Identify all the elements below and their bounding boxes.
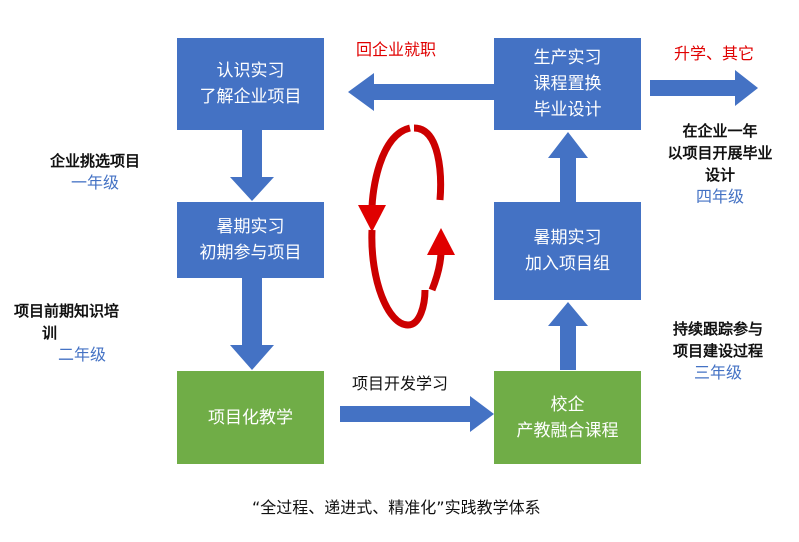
grade-desc: 企业挑选项目 bbox=[49, 152, 140, 170]
grade-label: 一年级 bbox=[70, 173, 119, 192]
arrow-down-2 bbox=[230, 277, 274, 370]
grade-desc: 训 bbox=[42, 324, 58, 342]
grade-desc: 以项目开展毕业 bbox=[667, 144, 773, 162]
grade-2-note: 项目前期知识培 训 二年级 bbox=[14, 300, 174, 366]
box-line: 暑期实习 bbox=[216, 217, 285, 237]
grade-label: 三年级 bbox=[693, 363, 742, 382]
label-project-dev: 项目开发学习 bbox=[352, 374, 449, 393]
box-school-enterprise-course: 校企 产教融合课程 bbox=[494, 371, 641, 464]
box-line: 校企 bbox=[550, 394, 585, 415]
grade-label: 二年级 bbox=[58, 345, 107, 364]
box-line: 认识实习 bbox=[216, 61, 285, 81]
box-line: 生产实习 bbox=[533, 48, 602, 68]
box-line: 课程置换 bbox=[533, 74, 602, 94]
grade-desc: 项目建设过程 bbox=[672, 342, 763, 360]
grade-desc: 项目前期知识培 bbox=[14, 302, 120, 320]
arrow-up-2 bbox=[548, 132, 588, 202]
grade-1-note: 企业挑选项目 一年级 bbox=[20, 150, 170, 194]
grade-desc: 在企业一年 bbox=[682, 122, 758, 140]
arrow-down-1 bbox=[230, 130, 274, 201]
grade-label: 四年级 bbox=[695, 187, 744, 206]
arrow-right-project bbox=[340, 396, 494, 432]
footer-caption: “全过程、递进式、精准化”实践教学体系 bbox=[252, 498, 541, 517]
box-summer-internship-1: 暑期实习 初期参与项目 bbox=[177, 202, 324, 278]
box-line: 了解企业项目 bbox=[199, 87, 302, 107]
box-production-internship: 生产实习 课程置换 毕业设计 bbox=[494, 38, 641, 130]
box-line: 项目化教学 bbox=[208, 407, 293, 428]
box-cognition-internship: 认识实习 了解企业项目 bbox=[177, 38, 324, 130]
grade-desc: 持续跟踪参与 bbox=[672, 320, 763, 338]
box-line: 暑期实习 bbox=[533, 228, 602, 248]
grade-3-note: 持续跟踪参与 项目建设过程 三年级 bbox=[648, 318, 788, 384]
arrow-left-return bbox=[348, 73, 494, 111]
grade-desc: 设计 bbox=[704, 166, 735, 184]
box-line: 加入项目组 bbox=[525, 254, 610, 274]
box-project-teaching: 项目化教学 bbox=[177, 371, 324, 464]
box-line: 产教融合课程 bbox=[516, 420, 619, 441]
box-line: 初期参与项目 bbox=[199, 243, 302, 263]
box-summer-internship-2: 暑期实习 加入项目组 bbox=[494, 202, 641, 300]
grade-4-note: 在企业一年 以项目开展毕业 设计 四年级 bbox=[650, 120, 790, 208]
cycle-icon bbox=[358, 124, 455, 329]
label-return-enterprise: 回企业就职 bbox=[356, 40, 437, 59]
box-line: 毕业设计 bbox=[533, 100, 602, 120]
arrow-up-1 bbox=[548, 302, 588, 370]
arrow-right-exit bbox=[650, 70, 758, 106]
label-further-study: 升学、其它 bbox=[674, 44, 755, 63]
